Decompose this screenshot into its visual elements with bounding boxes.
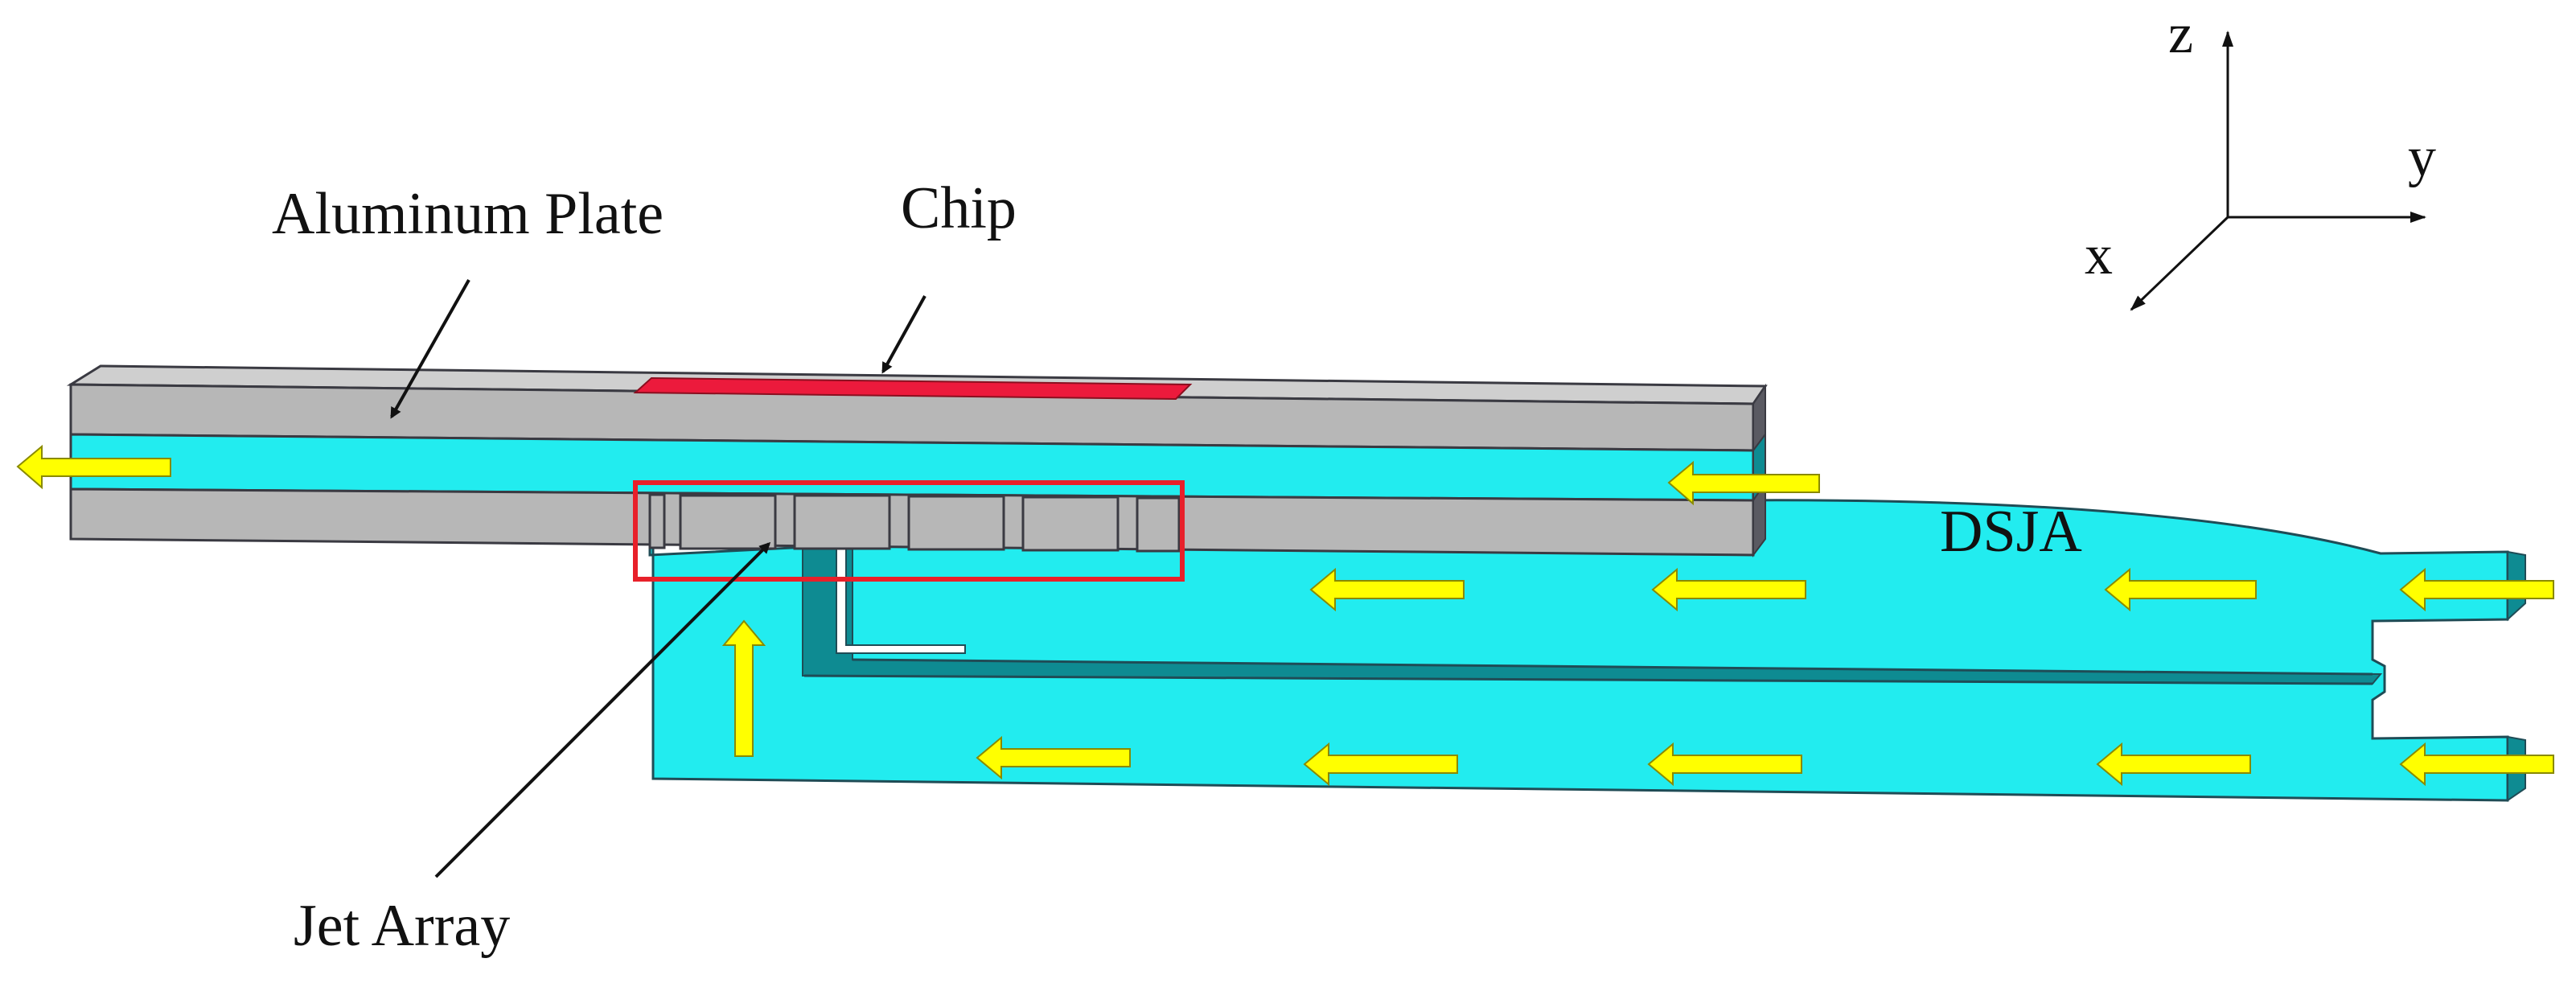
yellow-flow-arrow-icon [1309, 567, 1465, 612]
yellow-flow-arrow-icon [2104, 567, 2257, 612]
coordinate-axes: z y x [2085, 3, 2436, 311]
jet-array-label: Jet Array [294, 893, 510, 959]
yellow-flow-arrow-icon [2399, 742, 2554, 787]
flow-arrows [16, 444, 2554, 787]
yellow-flow-arrow-icon [2096, 742, 2251, 787]
dsja-divider-line-2 [803, 674, 2373, 685]
chip [633, 376, 1193, 401]
leader-arrow-icon [434, 541, 771, 878]
leader-arrow-icon [881, 295, 926, 374]
yellow-flow-arrow-icon [1647, 742, 1802, 787]
jet-nozzle [793, 494, 891, 550]
jet-nozzle [648, 493, 666, 549]
yellow-flow-arrow-icon [2399, 567, 2554, 612]
jet-nozzle [1136, 496, 1181, 553]
yellow-flow-arrow-icon [721, 619, 766, 757]
yellow-flow-arrow-icon [1651, 567, 1806, 612]
x-axis-line [2130, 216, 2229, 311]
jet-array [648, 493, 1181, 553]
y-axis-label: y [2408, 126, 2436, 188]
z-axis-label: z [2168, 3, 2193, 65]
chip-label: Chip [901, 175, 1017, 241]
jet-nozzle [907, 495, 1005, 551]
jet-nozzle [1021, 496, 1120, 552]
yellow-flow-arrow-icon [976, 735, 1131, 780]
dsja-label: DSJA [1940, 499, 2082, 565]
dsja-actuator [648, 483, 2526, 802]
jet-nozzle [679, 494, 777, 550]
yellow-flow-arrow-icon [1303, 742, 1458, 787]
aluminum-plate-label: Aluminum Plate [272, 181, 664, 247]
yellow-flow-arrow-icon [1667, 460, 1820, 506]
x-axis-label: x [2085, 224, 2113, 286]
leader-arrow-icon [390, 279, 470, 419]
yellow-flow-arrow-icon [16, 444, 171, 490]
jet-array-highlight-box [633, 480, 1185, 582]
dsja-divider-line [852, 658, 2373, 676]
dsja-body [648, 483, 2509, 802]
